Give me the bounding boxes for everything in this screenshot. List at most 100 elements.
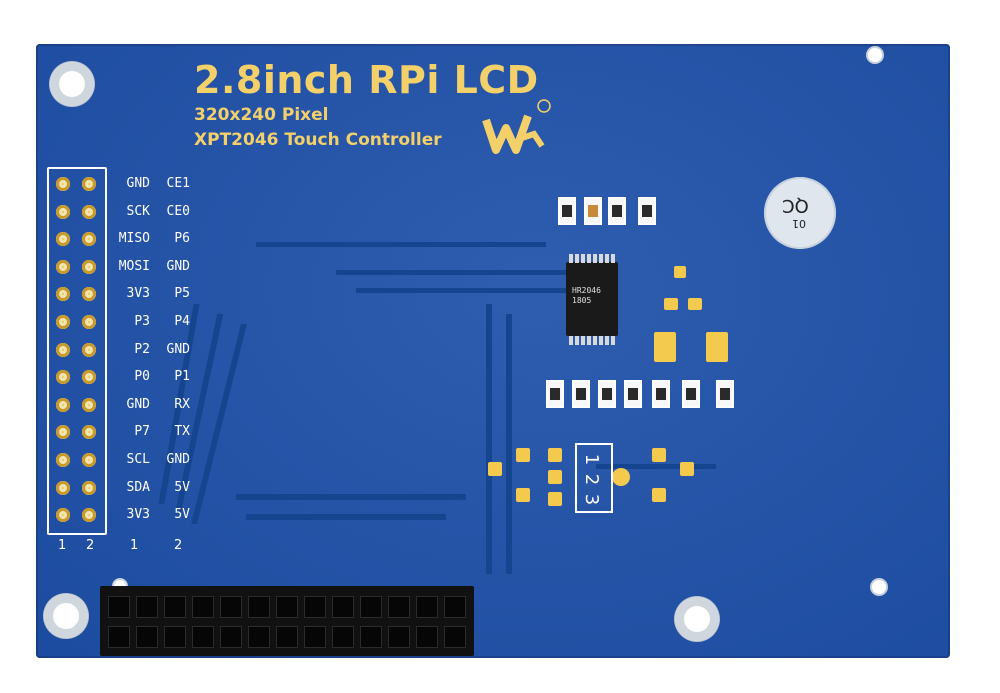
connector-slot [164, 596, 186, 618]
pin-label-left: MISO [118, 231, 150, 247]
smd-resistor [638, 197, 656, 225]
trace [336, 270, 576, 275]
connector-slot [220, 596, 242, 618]
chip-pin [599, 254, 603, 263]
column-number: 1 [130, 538, 139, 553]
chip-pin [569, 336, 573, 345]
gpio-pin [82, 259, 96, 274]
chip-pin [605, 254, 609, 263]
qc-text: QC [782, 195, 809, 216]
gpio-pin [56, 259, 70, 274]
solder-pad [652, 488, 666, 502]
chip-pin [587, 336, 591, 345]
pin-label-right: P4 [174, 314, 190, 329]
connector-slot [388, 596, 410, 618]
connector-slot [136, 596, 158, 618]
pin-label-left: P3 [134, 314, 150, 329]
gpio-pin [56, 508, 70, 523]
pin-label-right: CE1 [166, 176, 190, 191]
qc-sticker: QC 01 [764, 177, 836, 249]
gpio-pin [82, 397, 96, 412]
smd-capacitor [624, 380, 642, 408]
gpio-pin [82, 480, 96, 495]
chip-pin [611, 254, 615, 263]
mounting-hole-small [872, 580, 886, 594]
pin-label-left: 3V3 [126, 286, 150, 302]
chip-pin [587, 254, 591, 263]
chip-pin [593, 336, 597, 345]
pin-label-left: SDA [126, 479, 150, 495]
gpio-pin [82, 204, 96, 219]
column-number: 2 [174, 538, 183, 553]
trace [506, 314, 512, 574]
connector-slot [304, 596, 326, 618]
pin-label-right: 5V [174, 479, 190, 495]
chip-pin [575, 254, 579, 263]
pin-label-right: P6 [174, 231, 190, 247]
solder-pad [548, 470, 562, 484]
gpio-pin [56, 480, 70, 495]
smd-capacitor [682, 380, 700, 408]
connector-slot [360, 596, 382, 618]
chip-pin [593, 254, 597, 263]
solder-pad [612, 468, 630, 486]
smd-capacitor [652, 380, 670, 408]
gpio-pin [82, 315, 96, 329]
pin-label-right: GND [166, 258, 190, 274]
pin-label-left: P0 [134, 369, 150, 385]
solder-pad [548, 448, 562, 462]
solder-pad [548, 492, 562, 506]
mounting-hole [675, 597, 719, 641]
gpio-pin [56, 287, 70, 302]
mounting-hole [44, 594, 88, 638]
connector-slot [444, 626, 466, 648]
gpio-pin [82, 508, 96, 523]
pin-number: 2 [581, 473, 603, 486]
gpio-pin [56, 453, 70, 467]
trace [486, 304, 492, 574]
mounting-hole-small [868, 48, 882, 62]
connector-slot [276, 596, 298, 618]
chip-pin [581, 254, 585, 263]
pin-label-right: GND [166, 341, 190, 357]
solder-pad [516, 488, 530, 502]
board-controller: XPT2046 Touch Controller [194, 130, 442, 150]
pin-label-left: SCL [126, 452, 150, 467]
connector-slot [192, 596, 214, 618]
connector-slot [388, 626, 410, 648]
connector-slot [108, 626, 130, 648]
connector-slot [136, 626, 158, 648]
gpio-pin [56, 177, 70, 191]
solder-pad [680, 462, 694, 476]
board-resolution: 320x240 Pixel [194, 105, 329, 125]
gpio-pin [82, 342, 96, 357]
connector-slot [108, 596, 130, 618]
pin-number: 1 [581, 453, 603, 466]
gpio-pin [56, 397, 70, 412]
pin-label-left: MOSI [118, 258, 150, 274]
pin-label-right: CE0 [166, 203, 190, 219]
connector-slot [332, 596, 354, 618]
gpio-pin [82, 287, 96, 302]
pin-label-right: RX [174, 396, 190, 412]
solder-pad [516, 448, 530, 462]
smd-resistor [558, 197, 576, 225]
board-title: 2.8inch RPi LCD [194, 58, 539, 102]
gpio-pin [82, 425, 96, 440]
trace [236, 494, 466, 500]
chip-pin [581, 336, 585, 345]
gpio-pin [56, 370, 70, 385]
connector-slot [416, 626, 438, 648]
gpio-pin [56, 315, 70, 329]
mounting-hole [50, 62, 94, 106]
pin-label-right: P1 [174, 369, 190, 385]
pcb-board: 2.8inch RPi LCD 320x240 Pixel XPT2046 To… [36, 44, 950, 658]
pin-number: 3 [581, 493, 603, 506]
solder-pad [654, 332, 676, 362]
smd-capacitor [598, 380, 616, 408]
solder-pad [706, 332, 728, 362]
connector-slot [164, 626, 186, 648]
connector-slot [276, 626, 298, 648]
chip-pin [599, 336, 603, 345]
